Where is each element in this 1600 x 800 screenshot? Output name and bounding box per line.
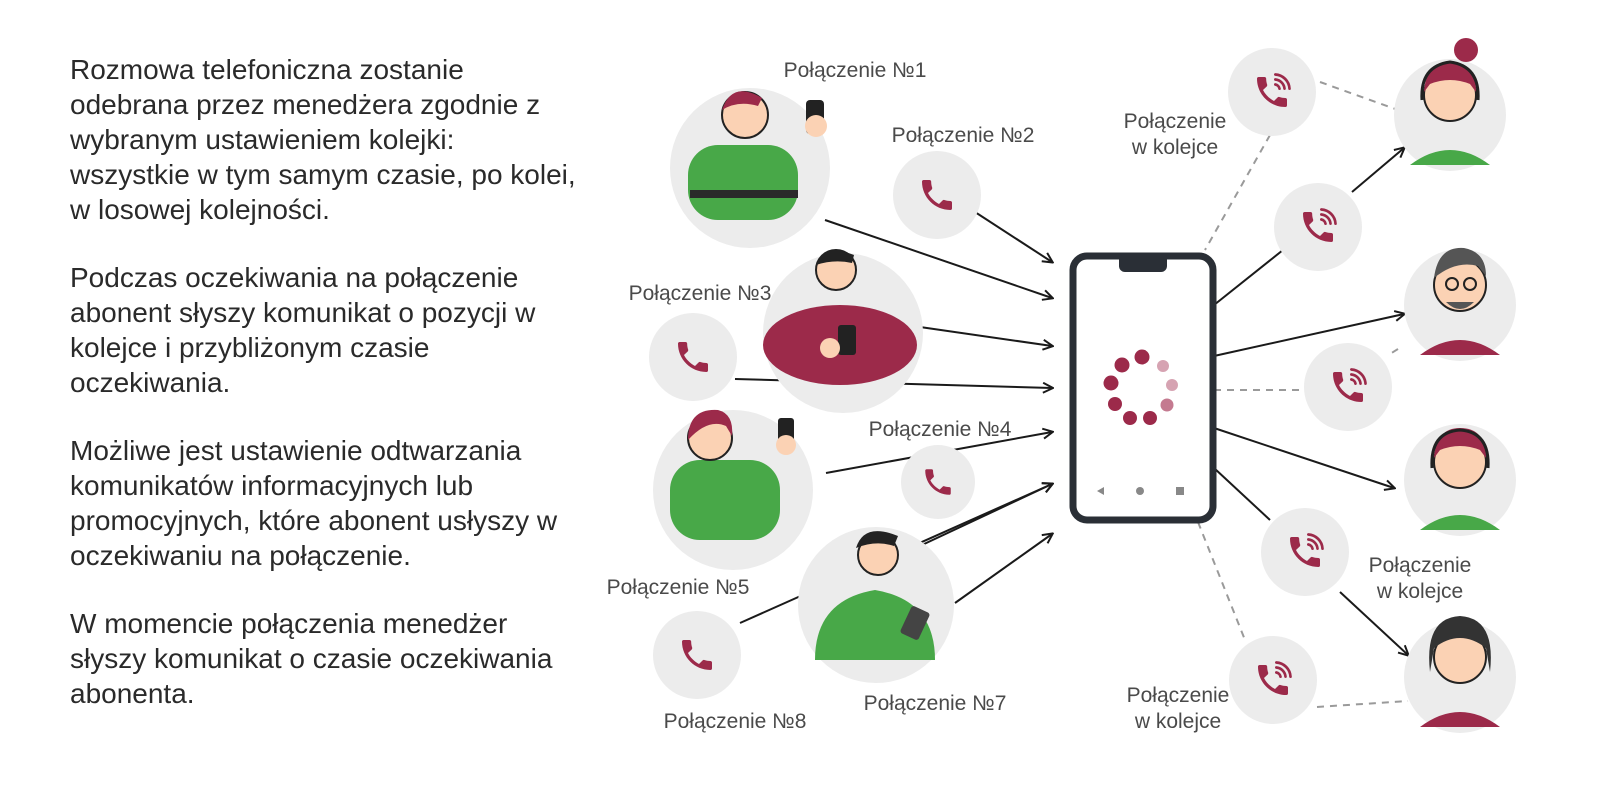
smartphone-icon xyxy=(1069,252,1217,524)
caller-avatar-7 xyxy=(798,527,954,683)
label-call4: Połączenie №4 xyxy=(869,418,1012,441)
phone-bubble-call2 xyxy=(893,151,981,239)
loading-spinner-icon xyxy=(1103,349,1178,425)
label-call2: Połączenie №2 xyxy=(892,124,1035,147)
label-call5: Połączenie №5 xyxy=(607,576,750,599)
description-paragraph-3: Możliwe jest ustawienie odtwarzania komu… xyxy=(70,435,558,571)
label-queue-3-line2: w kolejce xyxy=(1134,710,1221,733)
caller-avatar-1 xyxy=(670,88,830,248)
description-paragraph-2: Podczas oczekiwania na połączenie abonen… xyxy=(70,262,536,398)
label-queue-1-line1: Połączenie xyxy=(1124,110,1227,133)
description-paragraph-1: Rozmowa telefoniczna zostanie odebrana p… xyxy=(70,54,576,225)
phone-bubble-call3 xyxy=(649,313,737,401)
label-queue-3-line1: Połączenie xyxy=(1127,684,1230,707)
ringing-bubble-5 xyxy=(1229,636,1317,724)
operator-avatar-3 xyxy=(1404,424,1516,536)
label-queue-2-line2: w kolejce xyxy=(1376,580,1463,603)
phone-bubble-call8 xyxy=(653,611,741,699)
ringing-bubble-1 xyxy=(1228,48,1316,136)
caller-avatar-5 xyxy=(653,409,813,570)
label-call8: Połączenie №8 xyxy=(664,710,807,733)
label-call7: Połączenie №7 xyxy=(864,692,1007,715)
description-text: Rozmowa telefoniczna zostanie odebrana p… xyxy=(70,52,580,744)
operator-avatar-2 xyxy=(1404,247,1516,361)
ringing-bubble-2 xyxy=(1274,183,1362,271)
label-call3: Połączenie №3 xyxy=(629,282,772,305)
label-queue-2-line1: Połączenie xyxy=(1369,554,1472,577)
operator-avatar-1 xyxy=(1394,38,1506,171)
caller-avatar-3 xyxy=(763,249,923,413)
queue-dashed-lines xyxy=(1197,81,1409,708)
phone-bubble-call4 xyxy=(901,445,975,519)
outgoing-arrows xyxy=(1213,148,1408,655)
description-paragraph-4: W momencie połączenia menedżer słyszy ko… xyxy=(70,608,553,709)
operator-avatar-4 xyxy=(1404,616,1516,733)
label-call1: Połączenie №1 xyxy=(784,59,927,82)
ringing-bubble-3 xyxy=(1304,343,1392,431)
ringing-bubble-4 xyxy=(1261,508,1349,596)
label-queue-1-line2: w kolejce xyxy=(1131,136,1218,159)
